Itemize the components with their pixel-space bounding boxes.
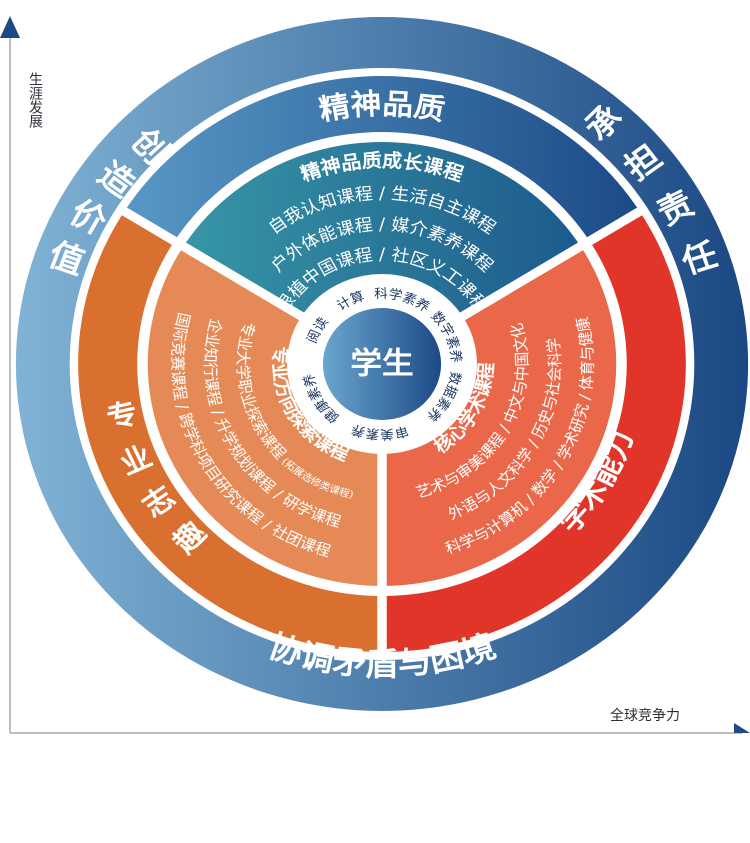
middle-ring-right [382,211,686,653]
axes: 生涯发展 全球竞争力 [0,16,750,734]
y-axis-label: 生涯发展 [27,72,43,128]
wheel: 协调矛盾与困境 创造价值 承担责任 精神品质 学术能力 专业志趣 精神品质成长课… [15,16,749,711]
x-axis-arrow-icon [734,723,750,733]
middle-ring-left [78,211,383,653]
y-axis-arrow-icon [0,16,20,38]
sector-top [183,141,581,364]
center-disc [322,308,442,420]
middle-ring-top [124,75,640,242]
x-axis-label: 全球竞争力 [610,707,680,724]
center-label: 学生 [350,346,413,381]
